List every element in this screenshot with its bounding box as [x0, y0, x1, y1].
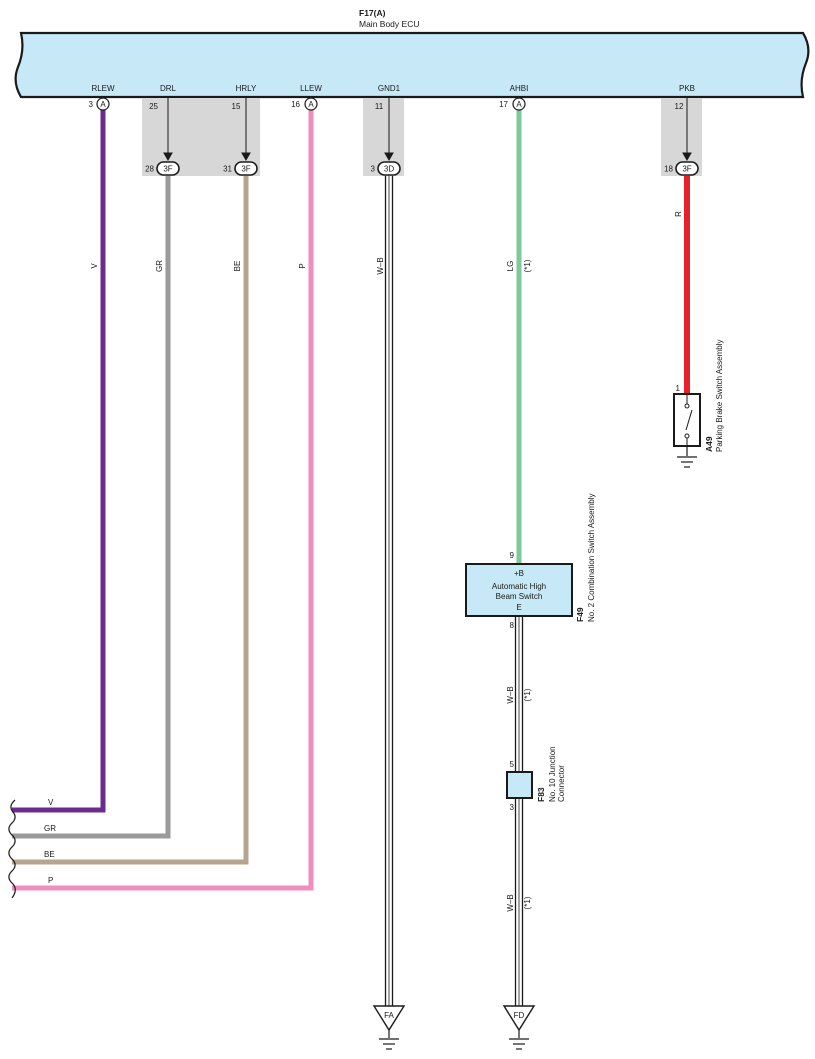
parking-brake-name: Parking Brake Switch Assembly: [715, 340, 724, 453]
combo-switch-pin-out: 8: [510, 621, 515, 630]
junction-connector-name-line1: No. 10 Junction: [548, 746, 557, 802]
output-label-be: BE: [44, 850, 55, 859]
ground-point-fa: FA: [372, 1005, 406, 1050]
ecu-pin-name-gnd1: GND1: [378, 84, 401, 93]
ecu-name: Main Body ECU: [359, 19, 419, 29]
ecu-body: [14, 31, 810, 99]
wire-be: [12, 176, 249, 865]
svg-text:A: A: [100, 100, 106, 109]
wire-label-w-b-fd: W–B: [506, 894, 515, 911]
junction-connector-pkb: 3F 18: [664, 161, 699, 176]
ecu-connector-marker-llew: A: [304, 97, 318, 111]
wire-label-p: P: [298, 263, 307, 268]
junction-connector-pin-in: 5: [510, 760, 515, 769]
svg-text:FA: FA: [384, 1011, 394, 1020]
output-label-gr: GR: [44, 824, 56, 833]
ecu-pin-number-ahbi: 17: [499, 100, 508, 109]
wire-label-lg: LG: [506, 261, 515, 272]
ecu-pin-number-drl: 25: [149, 102, 158, 111]
parking-brake-code: A49: [704, 436, 714, 452]
wire-gr: [12, 176, 171, 839]
combo-switch-pin-in: 9: [510, 551, 515, 560]
ecu-pin-name-hrly: HRLY: [236, 84, 257, 93]
output-label-v: V: [48, 798, 54, 807]
wire-label-w-b-f49: W–B: [506, 686, 515, 703]
junction-connector-code: F83: [536, 787, 546, 802]
svg-text:3F: 3F: [241, 165, 250, 174]
svg-text:A: A: [516, 100, 522, 109]
svg-text:3D: 3D: [384, 165, 394, 174]
wire-note-lg: (*1): [523, 259, 532, 272]
ecu-pin-number-hrly: 15: [232, 102, 241, 111]
svg-text:3: 3: [371, 165, 376, 174]
ecu-pin-name-ahbi: AHBI: [510, 84, 529, 93]
svg-text:3F: 3F: [682, 165, 691, 174]
wire-w-b-f49-f83: [514, 617, 524, 773]
wire-label-v: V: [90, 263, 99, 269]
wire-label-gr: GR: [155, 260, 164, 272]
ecu-pin-number-gnd1: 11: [375, 102, 384, 111]
combo-switch-name: No. 2 Combination Switch Assembly: [587, 494, 596, 623]
ground-symbol-a49: [677, 456, 697, 468]
svg-text:28: 28: [145, 165, 154, 174]
wire-label-be: BE: [233, 261, 242, 272]
ecu-pin-name-drl: DRL: [160, 84, 177, 93]
ecu-connector-marker-ahbi: A: [512, 97, 526, 111]
wire-w-b-f83-fd: [514, 799, 524, 1006]
page-break-marker: [8, 799, 16, 899]
junction-connector-box: [506, 771, 533, 799]
junction-connector-hrly: 3F 31: [223, 161, 258, 176]
parking-brake-switch: 1: [673, 384, 701, 456]
ecu-connector-marker-rlew: A: [96, 97, 110, 111]
junction-connector-drl: 3F 28: [145, 161, 180, 176]
wire-label-r: R: [674, 211, 683, 217]
wire-w-b-gnd1: [384, 176, 394, 1006]
wire-p: [12, 110, 314, 891]
ecu-pin-number-llew: 16: [291, 100, 300, 109]
svg-text:3F: 3F: [163, 165, 172, 174]
svg-text:A: A: [308, 100, 314, 109]
wire-label-w-b-gnd1: W–B: [376, 257, 385, 274]
junction-arrows: [163, 98, 692, 162]
wire-v: [12, 110, 106, 813]
svg-text:31: 31: [223, 165, 232, 174]
wire-note-w-b-fd: (*1): [523, 896, 532, 909]
combo-switch-terminal-in: +B: [514, 569, 524, 578]
combo-switch-code: F49: [575, 607, 585, 622]
junction-connector-name-line2: Connector: [557, 765, 566, 802]
ecu-pin-number-pkb: 12: [675, 102, 684, 111]
svg-text:FD: FD: [514, 1011, 525, 1020]
ecu-pin-number-rlew: 3: [89, 100, 94, 109]
combo-switch-terminal-out: E: [516, 603, 521, 612]
ecu-pin-name-rlew: RLEW: [91, 84, 115, 93]
junction-connector-gnd1: 3D 3: [371, 161, 401, 176]
combo-switch-box: [465, 563, 573, 617]
ground-point-fd: FD: [502, 1005, 536, 1050]
parking-brake-pin: 1: [676, 384, 681, 393]
combo-switch-line2: Beam Switch: [496, 592, 543, 601]
combo-switch-line1: Automatic High: [492, 582, 546, 591]
junction-connector-pin-out: 3: [510, 803, 515, 812]
ecu-pin-name-llew: LLEW: [300, 84, 322, 93]
ecu-pin-name-pkb: PKB: [679, 84, 695, 93]
output-label-p: P: [48, 876, 53, 885]
svg-text:18: 18: [664, 165, 673, 174]
wire-note-w-b-f49: (*1): [523, 688, 532, 701]
ecu-code: F17(A): [359, 8, 386, 18]
